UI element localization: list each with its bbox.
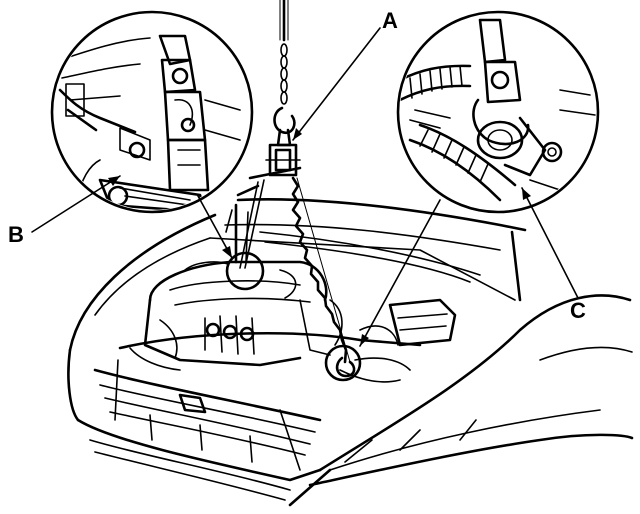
target-circle-b: [225, 251, 265, 291]
hook-a-icon: [273, 106, 296, 135]
arrow-c-icon: [522, 188, 531, 200]
chain-links-upper: [280, 43, 288, 105]
detail-view-c: [396, 10, 600, 214]
arrow-detail-b-icon: [222, 246, 232, 258]
label-c: C: [570, 298, 586, 323]
label-a: A: [382, 8, 398, 33]
target-circle-c: [324, 344, 362, 382]
leader-lines: [31, 27, 579, 347]
front-grille: [76, 359, 322, 501]
engine-block: [129, 260, 457, 383]
label-b: B: [8, 222, 24, 247]
arrow-a-icon: [293, 128, 302, 140]
target-circles: [225, 251, 362, 382]
hoist-assembly: [236, 0, 356, 378]
arrow-b-icon: [108, 176, 120, 186]
detail-view-b: [50, 10, 254, 214]
arrow-detail-c-icon: [360, 334, 369, 346]
car-body: [67, 198, 634, 507]
